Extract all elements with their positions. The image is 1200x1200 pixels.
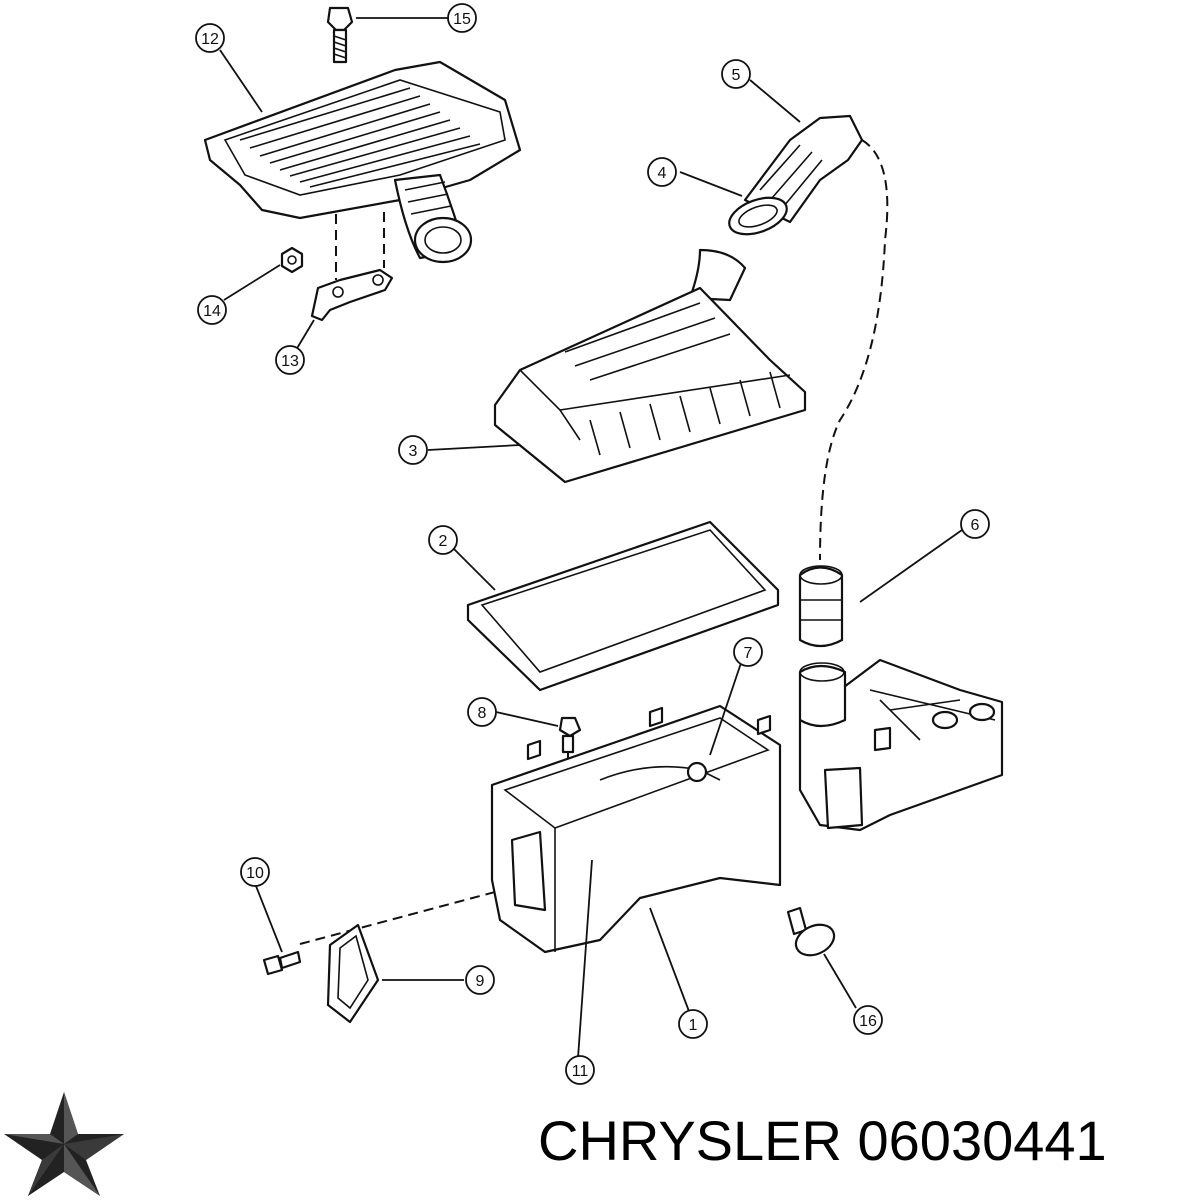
sensor-adapter xyxy=(798,565,847,728)
callout-13: 13 xyxy=(275,345,305,375)
callout-9: 9 xyxy=(465,965,495,995)
svg-text:16: 16 xyxy=(859,1013,877,1030)
svg-text:5: 5 xyxy=(732,67,741,84)
callout-6: 6 xyxy=(960,509,990,539)
callout-12: 12 xyxy=(195,23,225,53)
intake-manifold xyxy=(798,658,1004,832)
air-filter-element xyxy=(466,520,780,692)
mount-bracket xyxy=(310,268,394,322)
callout-16: 16 xyxy=(853,1005,883,1035)
bolt-8 xyxy=(558,716,582,754)
bolt-15 xyxy=(326,6,354,64)
callout-11: 11 xyxy=(565,1055,595,1085)
svg-text:3: 3 xyxy=(409,443,418,460)
callout-15: 15 xyxy=(447,3,477,33)
svg-text:12: 12 xyxy=(201,31,219,48)
push-clip-16 xyxy=(786,906,836,957)
assembly-line-12 xyxy=(335,212,385,280)
leader-lines xyxy=(219,17,963,1059)
svg-text:2: 2 xyxy=(439,533,448,550)
svg-text:14: 14 xyxy=(203,303,221,320)
svg-text:1: 1 xyxy=(689,1017,698,1034)
callout-14: 14 xyxy=(197,295,227,325)
air-cleaner-cover xyxy=(493,248,807,484)
svg-text:10: 10 xyxy=(246,865,264,882)
svg-text:15: 15 xyxy=(453,11,471,28)
svg-text:8: 8 xyxy=(478,705,487,722)
callout-4: 4 xyxy=(647,157,677,187)
svg-text:6: 6 xyxy=(971,517,980,534)
svg-text:13: 13 xyxy=(281,353,299,370)
callout-1: 1 xyxy=(678,1009,708,1039)
callout-5: 5 xyxy=(721,59,751,89)
pentastar-logo xyxy=(4,1092,124,1196)
svg-text:7: 7 xyxy=(744,645,753,662)
gasket-9 xyxy=(326,923,380,1024)
assembly-line-9 xyxy=(299,879,541,945)
callout-3: 3 xyxy=(398,435,428,465)
callout-7: 7 xyxy=(733,637,763,667)
callout-2: 2 xyxy=(428,525,458,555)
air-cleaner-housing xyxy=(490,704,782,954)
svg-text:11: 11 xyxy=(572,1063,589,1080)
part-caption: CHRYSLER 06030441 xyxy=(538,1106,1188,1176)
svg-text:4: 4 xyxy=(658,165,667,182)
brand-name: CHRYSLER xyxy=(538,1109,842,1172)
nut-14 xyxy=(280,246,304,274)
screw-10 xyxy=(262,950,302,976)
assembly-line-6 xyxy=(819,139,889,561)
svg-text:9: 9 xyxy=(476,973,485,990)
callout-10: 10 xyxy=(240,857,270,887)
part-number: 06030441 xyxy=(857,1109,1107,1172)
callout-8: 8 xyxy=(467,697,497,727)
intake-hose xyxy=(728,114,864,236)
air-inlet-resonator xyxy=(203,60,522,264)
